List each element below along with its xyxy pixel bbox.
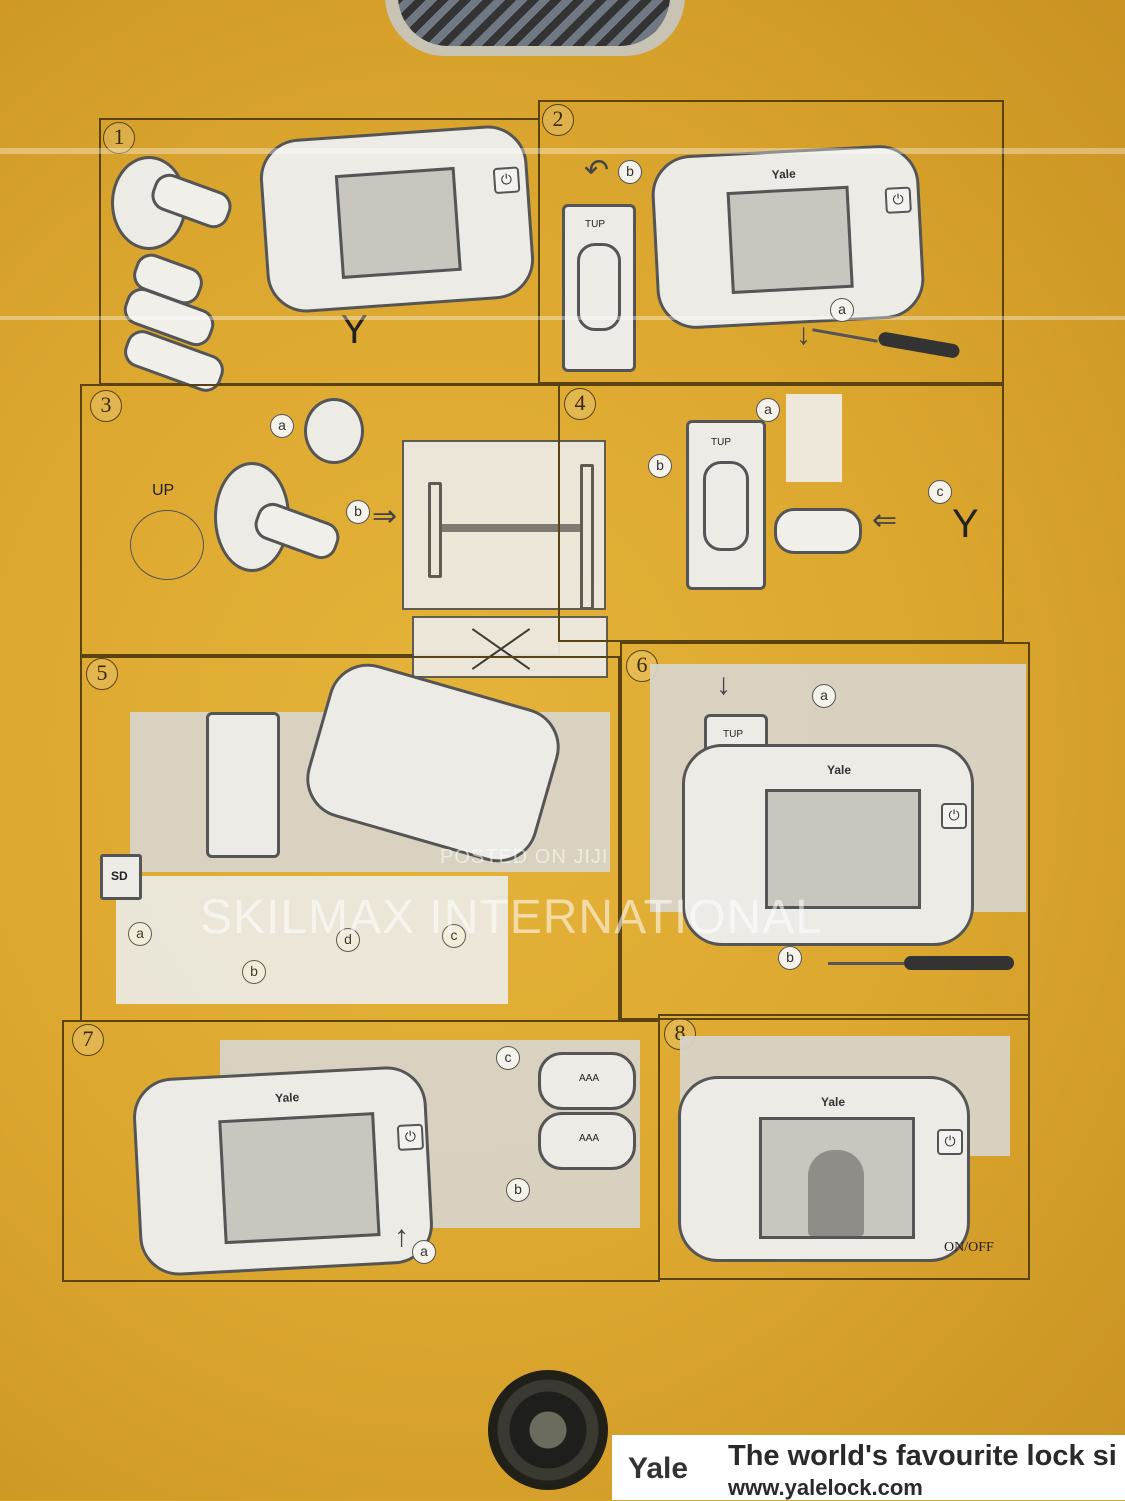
step-panel-4: 4 a b TUP ⇐ c Y xyxy=(558,384,1004,642)
arrow-icon: ⇒ xyxy=(372,500,398,533)
label-a: a xyxy=(756,398,780,422)
label-a: a xyxy=(412,1240,436,1264)
label-a: a xyxy=(270,414,294,438)
adhesive-pad xyxy=(786,394,842,482)
screwdriver-icon xyxy=(877,330,961,360)
peephole-hole xyxy=(488,1370,608,1490)
arrow-icon: ↶ xyxy=(584,154,610,187)
battery-icon: AAA xyxy=(538,1052,636,1110)
door-edge-left xyxy=(428,482,442,578)
step-panel-2: 2 b ↶ TUP Yale ⏻ a ↓ xyxy=(538,100,1004,384)
power-icon: ⏻ xyxy=(492,166,521,195)
label-b: b xyxy=(506,1178,530,1202)
step-panel-5: 5 a b d c SD xyxy=(80,654,620,1022)
sd-card-icon: SD xyxy=(100,854,142,900)
plate-text: TUP xyxy=(711,437,731,448)
door-edge-right xyxy=(580,464,594,610)
up-label: UP xyxy=(152,482,175,499)
step-panel-3: 3 a UP b ⇒ xyxy=(80,384,608,678)
battery-label: AAA xyxy=(579,1073,600,1084)
plate-text: TUP xyxy=(585,219,605,230)
top-slot-grille xyxy=(398,0,670,46)
label-a: a xyxy=(128,922,152,946)
label-b: b xyxy=(242,960,266,984)
plate-window xyxy=(703,461,749,551)
step-number-3: 3 xyxy=(90,390,122,422)
viewer-screen xyxy=(759,1117,915,1239)
label-a: a xyxy=(812,684,836,708)
label-a: a xyxy=(830,298,854,322)
footer-tagline: The world's favourite lock si xyxy=(728,1440,1117,1472)
label-c: c xyxy=(928,480,952,504)
step-panel-8: 8 Yale ⏻ ON/OFF xyxy=(658,1014,1030,1280)
device-logo: Yale xyxy=(821,1095,846,1109)
sd-card-box-a: a b xyxy=(116,876,310,1004)
barrel-shaft xyxy=(434,524,584,532)
screwdriver-shaft xyxy=(828,962,904,965)
step-number-4: 4 xyxy=(564,388,596,420)
viewer-screen xyxy=(334,166,462,279)
label-b: b xyxy=(778,946,802,970)
screwdriver-icon xyxy=(904,956,1014,970)
step-panel-1: 1 ⏻ Y xyxy=(99,118,540,397)
step-number-2: 2 xyxy=(542,104,574,136)
arrow-icon: ⇐ xyxy=(872,504,898,537)
wrench-icon: Y xyxy=(952,502,979,546)
power-icon: ⏻ xyxy=(396,1123,425,1151)
shrink-wrap-glare xyxy=(0,148,1125,154)
viewer-device-7: Yale ⏻ xyxy=(131,1064,435,1278)
power-icon: ⏻ xyxy=(884,186,912,214)
label-b: b xyxy=(346,500,370,524)
step-panel-7: 7 Yale ⏻ c AAA AAA b ↑ a xyxy=(62,1020,660,1282)
watermark-skilmax: SKILMAX INTERNATIONAL xyxy=(200,891,823,944)
footer-banner xyxy=(612,1435,1125,1500)
shrink-wrap-glare xyxy=(0,316,1125,320)
label-b: b xyxy=(648,454,672,478)
arrow-icon: ↓ xyxy=(716,668,731,701)
battery-label: AAA xyxy=(579,1133,600,1144)
door-cross-section xyxy=(402,440,606,610)
watermark-posted-on-jiji: POSTED ON JIJI xyxy=(440,846,609,868)
yale-logo: Yale xyxy=(628,1452,688,1486)
arrow-icon: ↑ xyxy=(394,1220,409,1253)
up-outline xyxy=(130,510,204,580)
device-logo: Yale xyxy=(274,1090,300,1106)
power-icon: ⏻ xyxy=(937,1129,963,1155)
arrow-icon: ↓ xyxy=(796,318,811,351)
step-number-7: 7 xyxy=(72,1024,104,1056)
wrench-icon: Y xyxy=(341,308,368,352)
mounting-plate: TUP xyxy=(562,204,636,372)
step-panel-6: 6 ↓ a TUP Yale ⏻ b xyxy=(620,642,1030,1020)
viewer-device-8: Yale ⏻ xyxy=(678,1076,970,1262)
step-number-5: 5 xyxy=(86,658,118,690)
label-c: c xyxy=(496,1046,520,1070)
label-d: d xyxy=(336,928,360,952)
on-off-label: ON/OFF xyxy=(944,1240,994,1255)
viewer-screen xyxy=(726,185,854,295)
gasket-icon xyxy=(304,398,364,464)
device-logo: Yale xyxy=(771,166,797,182)
sd-card-box-b: d c xyxy=(310,876,508,1004)
label-c: c xyxy=(442,924,466,948)
sd-card-text: SD xyxy=(111,869,128,883)
footer-website: www.yalelock.com xyxy=(728,1475,923,1500)
extension-tube xyxy=(774,508,862,554)
device-logo: Yale xyxy=(827,763,852,777)
battery-icon: AAA xyxy=(538,1112,636,1170)
incorrect-method-box xyxy=(412,616,608,678)
yale-logo-text: Yale xyxy=(628,1452,689,1485)
person-silhouette-icon xyxy=(808,1150,864,1236)
screwdriver-shaft xyxy=(812,328,878,343)
plate-window xyxy=(577,243,621,331)
power-icon: ⏻ xyxy=(941,803,967,829)
viewer-device-6: Yale ⏻ xyxy=(682,744,974,946)
viewer-device-2: Yale ⏻ xyxy=(649,143,927,331)
step-number-1: 1 xyxy=(103,122,135,154)
label-b: b xyxy=(618,160,642,184)
viewer-screen xyxy=(765,789,921,909)
viewer-screen xyxy=(218,1112,381,1245)
mounting-plate xyxy=(206,712,280,858)
mounting-plate: TUP xyxy=(686,420,766,590)
plate-text: TUP xyxy=(723,729,743,740)
